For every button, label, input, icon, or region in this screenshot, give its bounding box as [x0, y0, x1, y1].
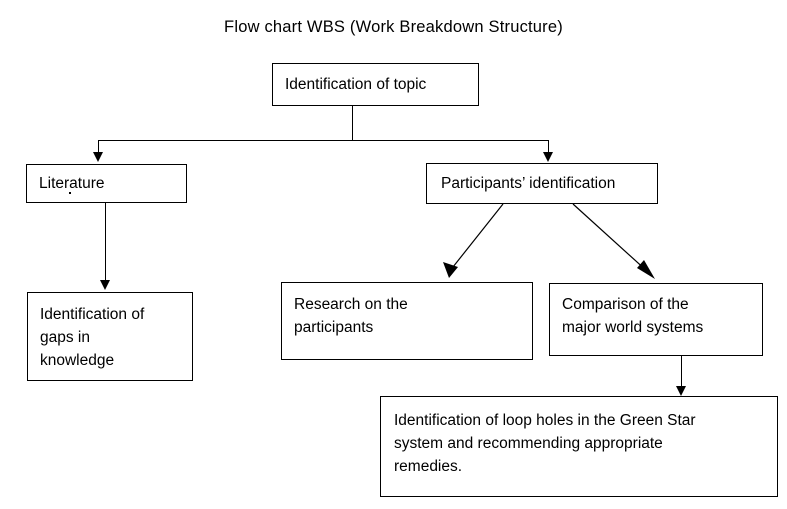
literature-period-mark — [69, 192, 71, 194]
page-title: Flow chart WBS (Work Breakdown Structure… — [224, 18, 563, 36]
node-identification-of-gaps-in-knowledge[interactable]: Identification of gaps in knowledge — [27, 292, 193, 381]
node-identification-of-topic[interactable]: Identification of topic — [272, 63, 479, 106]
node-label: Comparison of the major world systems — [562, 296, 704, 336]
connector-participants-to-comparison — [572, 203, 655, 279]
node-comparison-of-major-world-systems[interactable]: Comparison of the major world systems — [549, 283, 763, 356]
arrowhead-to-loopholes — [676, 386, 686, 396]
connector-literature-to-gaps — [105, 203, 106, 282]
node-label: Identification of topic — [285, 76, 427, 93]
node-label: Research on the participants — [294, 296, 408, 336]
arrowhead-to-gaps — [100, 280, 110, 290]
node-identification-of-loop-holes[interactable]: Identification of loop holes in the Gree… — [380, 396, 778, 497]
arrowhead-to-participants — [543, 152, 553, 162]
arrowhead-to-literature — [93, 152, 103, 162]
connector-participants-to-research — [443, 203, 504, 278]
node-label: Identification of loop holes in the Gree… — [394, 412, 696, 475]
node-literature[interactable]: Literature — [26, 164, 187, 203]
connector-branch-left-drop — [98, 140, 99, 154]
node-label: Participants’ identification — [441, 175, 616, 192]
node-research-on-the-participants[interactable]: Research on the participants — [281, 282, 533, 360]
connector-branch-bar — [98, 140, 549, 141]
node-label: Literature — [39, 175, 105, 192]
connector-comparison-to-loopholes — [681, 356, 682, 388]
connector-branch-right-drop — [548, 140, 549, 154]
node-label: Identification of gaps in knowledge — [40, 306, 145, 369]
node-participants-identification[interactable]: Participants’ identification — [426, 163, 658, 204]
connector-topic-trunk — [352, 106, 353, 141]
